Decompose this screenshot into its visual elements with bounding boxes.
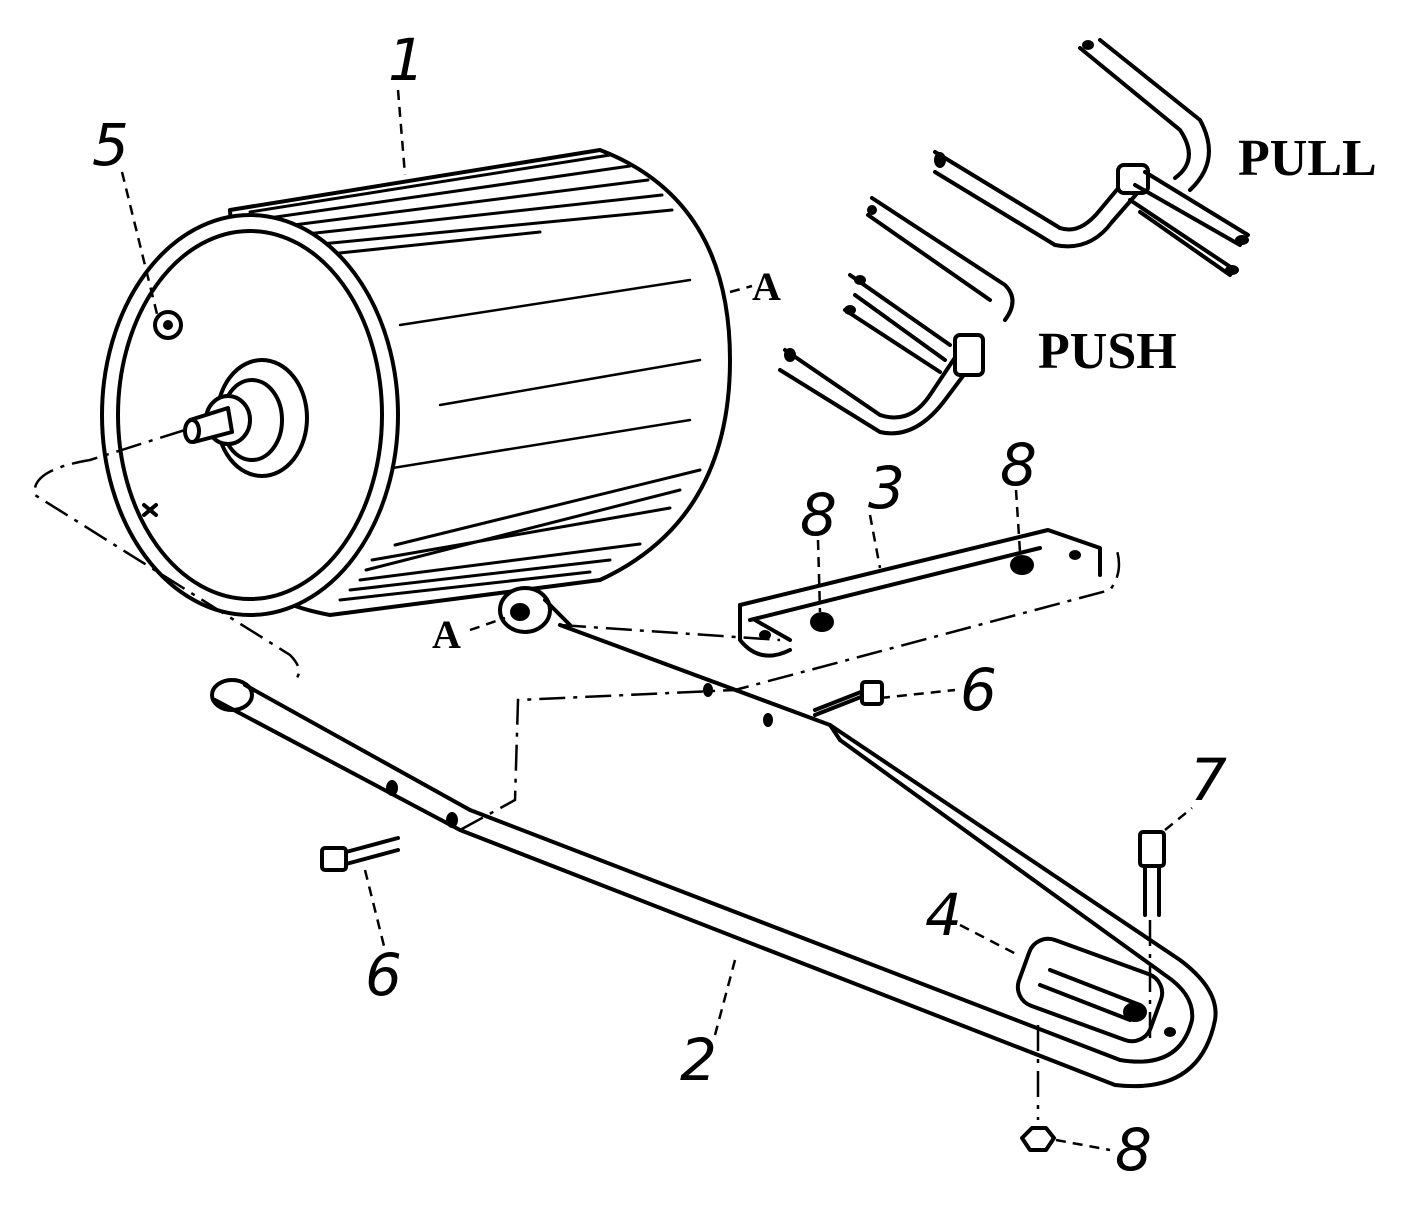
label-a-handle: A (432, 612, 461, 657)
scraper-bracket (1015, 936, 1176, 1044)
callout-4: 4 (925, 881, 962, 949)
leader-7 (1164, 807, 1193, 831)
callout-7: 7 (1190, 746, 1227, 814)
callout-2: 2 (680, 1026, 717, 1094)
assembly-line-drum-handle (559, 623, 781, 642)
bolt-lower (320, 836, 400, 872)
assembly-line-bracket (459, 544, 1121, 832)
bolt-vertical (1138, 830, 1166, 917)
leader-8-right (1014, 489, 1022, 553)
leader-5 (120, 171, 160, 319)
callout-6-upper: 6 (960, 656, 997, 724)
pull-handle (933, 38, 1250, 277)
leader-a-drum (729, 284, 753, 294)
nut-bottom (1020, 1126, 1056, 1152)
cross-bracket (738, 528, 1102, 658)
callout-8-left: 8 (800, 481, 837, 549)
leader-8-bottom (1055, 1138, 1111, 1152)
leader-6-lower (363, 869, 387, 951)
leader-a-handle (469, 616, 506, 632)
leader-1 (396, 89, 407, 176)
roller-drum (100, 148, 732, 617)
callout-8-bottom: 8 (1115, 1116, 1152, 1184)
label-a-drum: A (752, 264, 781, 309)
leader-6-upper (879, 688, 956, 700)
leader-4 (959, 923, 1019, 957)
callout-1: 1 (388, 26, 425, 94)
callout-8-right: 8 (1000, 431, 1037, 499)
leader-8-left (816, 539, 822, 613)
leader-3 (868, 514, 882, 569)
handle-frame (210, 586, 1218, 1089)
leader-2 (713, 959, 737, 1036)
push-handle (778, 196, 1015, 436)
fill-plug (153, 310, 183, 340)
callout-5: 5 (92, 111, 129, 179)
drum-bottom-ridges (338, 468, 702, 602)
push-label: PUSH (1038, 323, 1177, 380)
bolt-upper (813, 680, 884, 717)
pull-label: PULL (1238, 130, 1377, 187)
callout-6-lower: 6 (365, 941, 402, 1009)
callout-3: 3 (868, 454, 905, 522)
